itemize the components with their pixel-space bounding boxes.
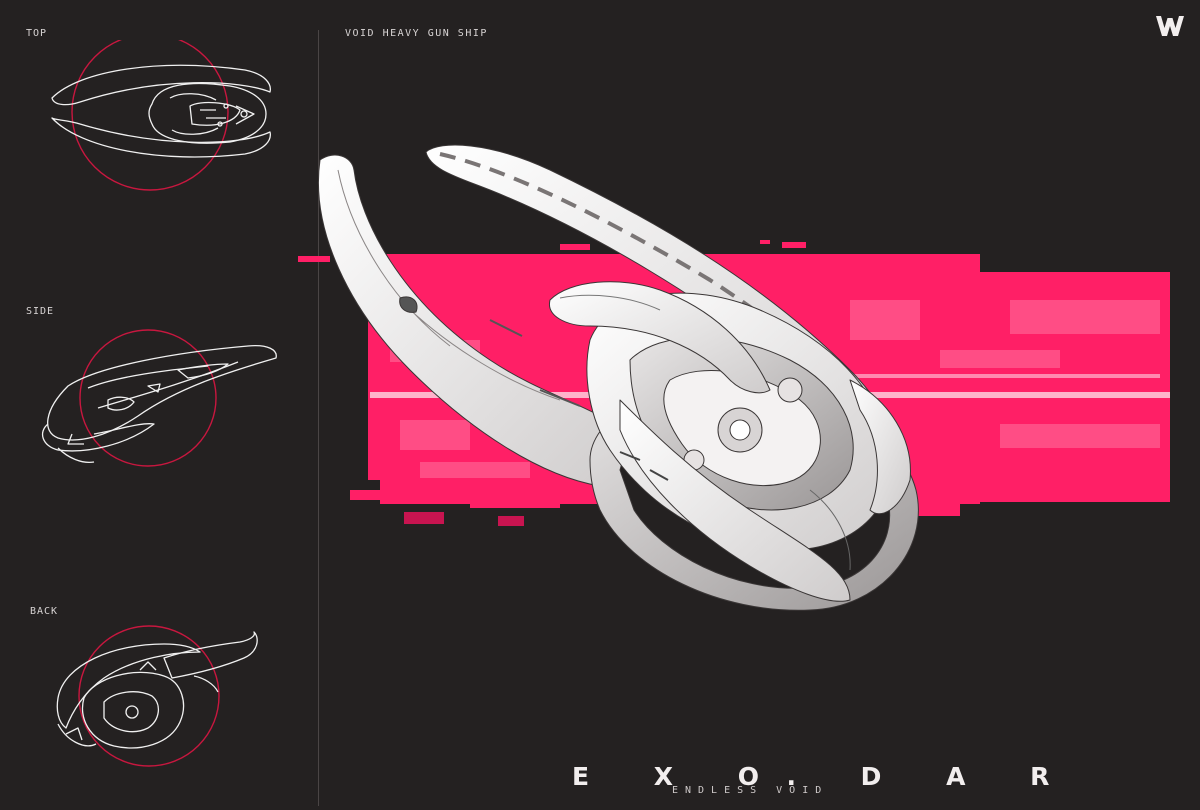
view-label-top: TOP bbox=[26, 28, 48, 39]
top-view-ring bbox=[71, 40, 229, 191]
back-view-drawing bbox=[44, 618, 274, 778]
w-logo-icon bbox=[1154, 14, 1186, 42]
back-view-ring bbox=[78, 625, 220, 767]
view-label-side: SIDE bbox=[26, 306, 55, 317]
tagline: ENDLESS VOID bbox=[672, 785, 829, 796]
view-label-back: BACK bbox=[30, 606, 59, 617]
top-view-drawing bbox=[40, 40, 280, 200]
side-view-drawing bbox=[28, 326, 288, 476]
wordmark: E X O. D A R bbox=[572, 762, 1078, 791]
side-view-ring bbox=[79, 329, 217, 467]
ship-title: VOID HEAVY GUN SHIP bbox=[345, 28, 488, 39]
hero-ship-render bbox=[290, 130, 940, 634]
column-divider bbox=[318, 30, 319, 806]
